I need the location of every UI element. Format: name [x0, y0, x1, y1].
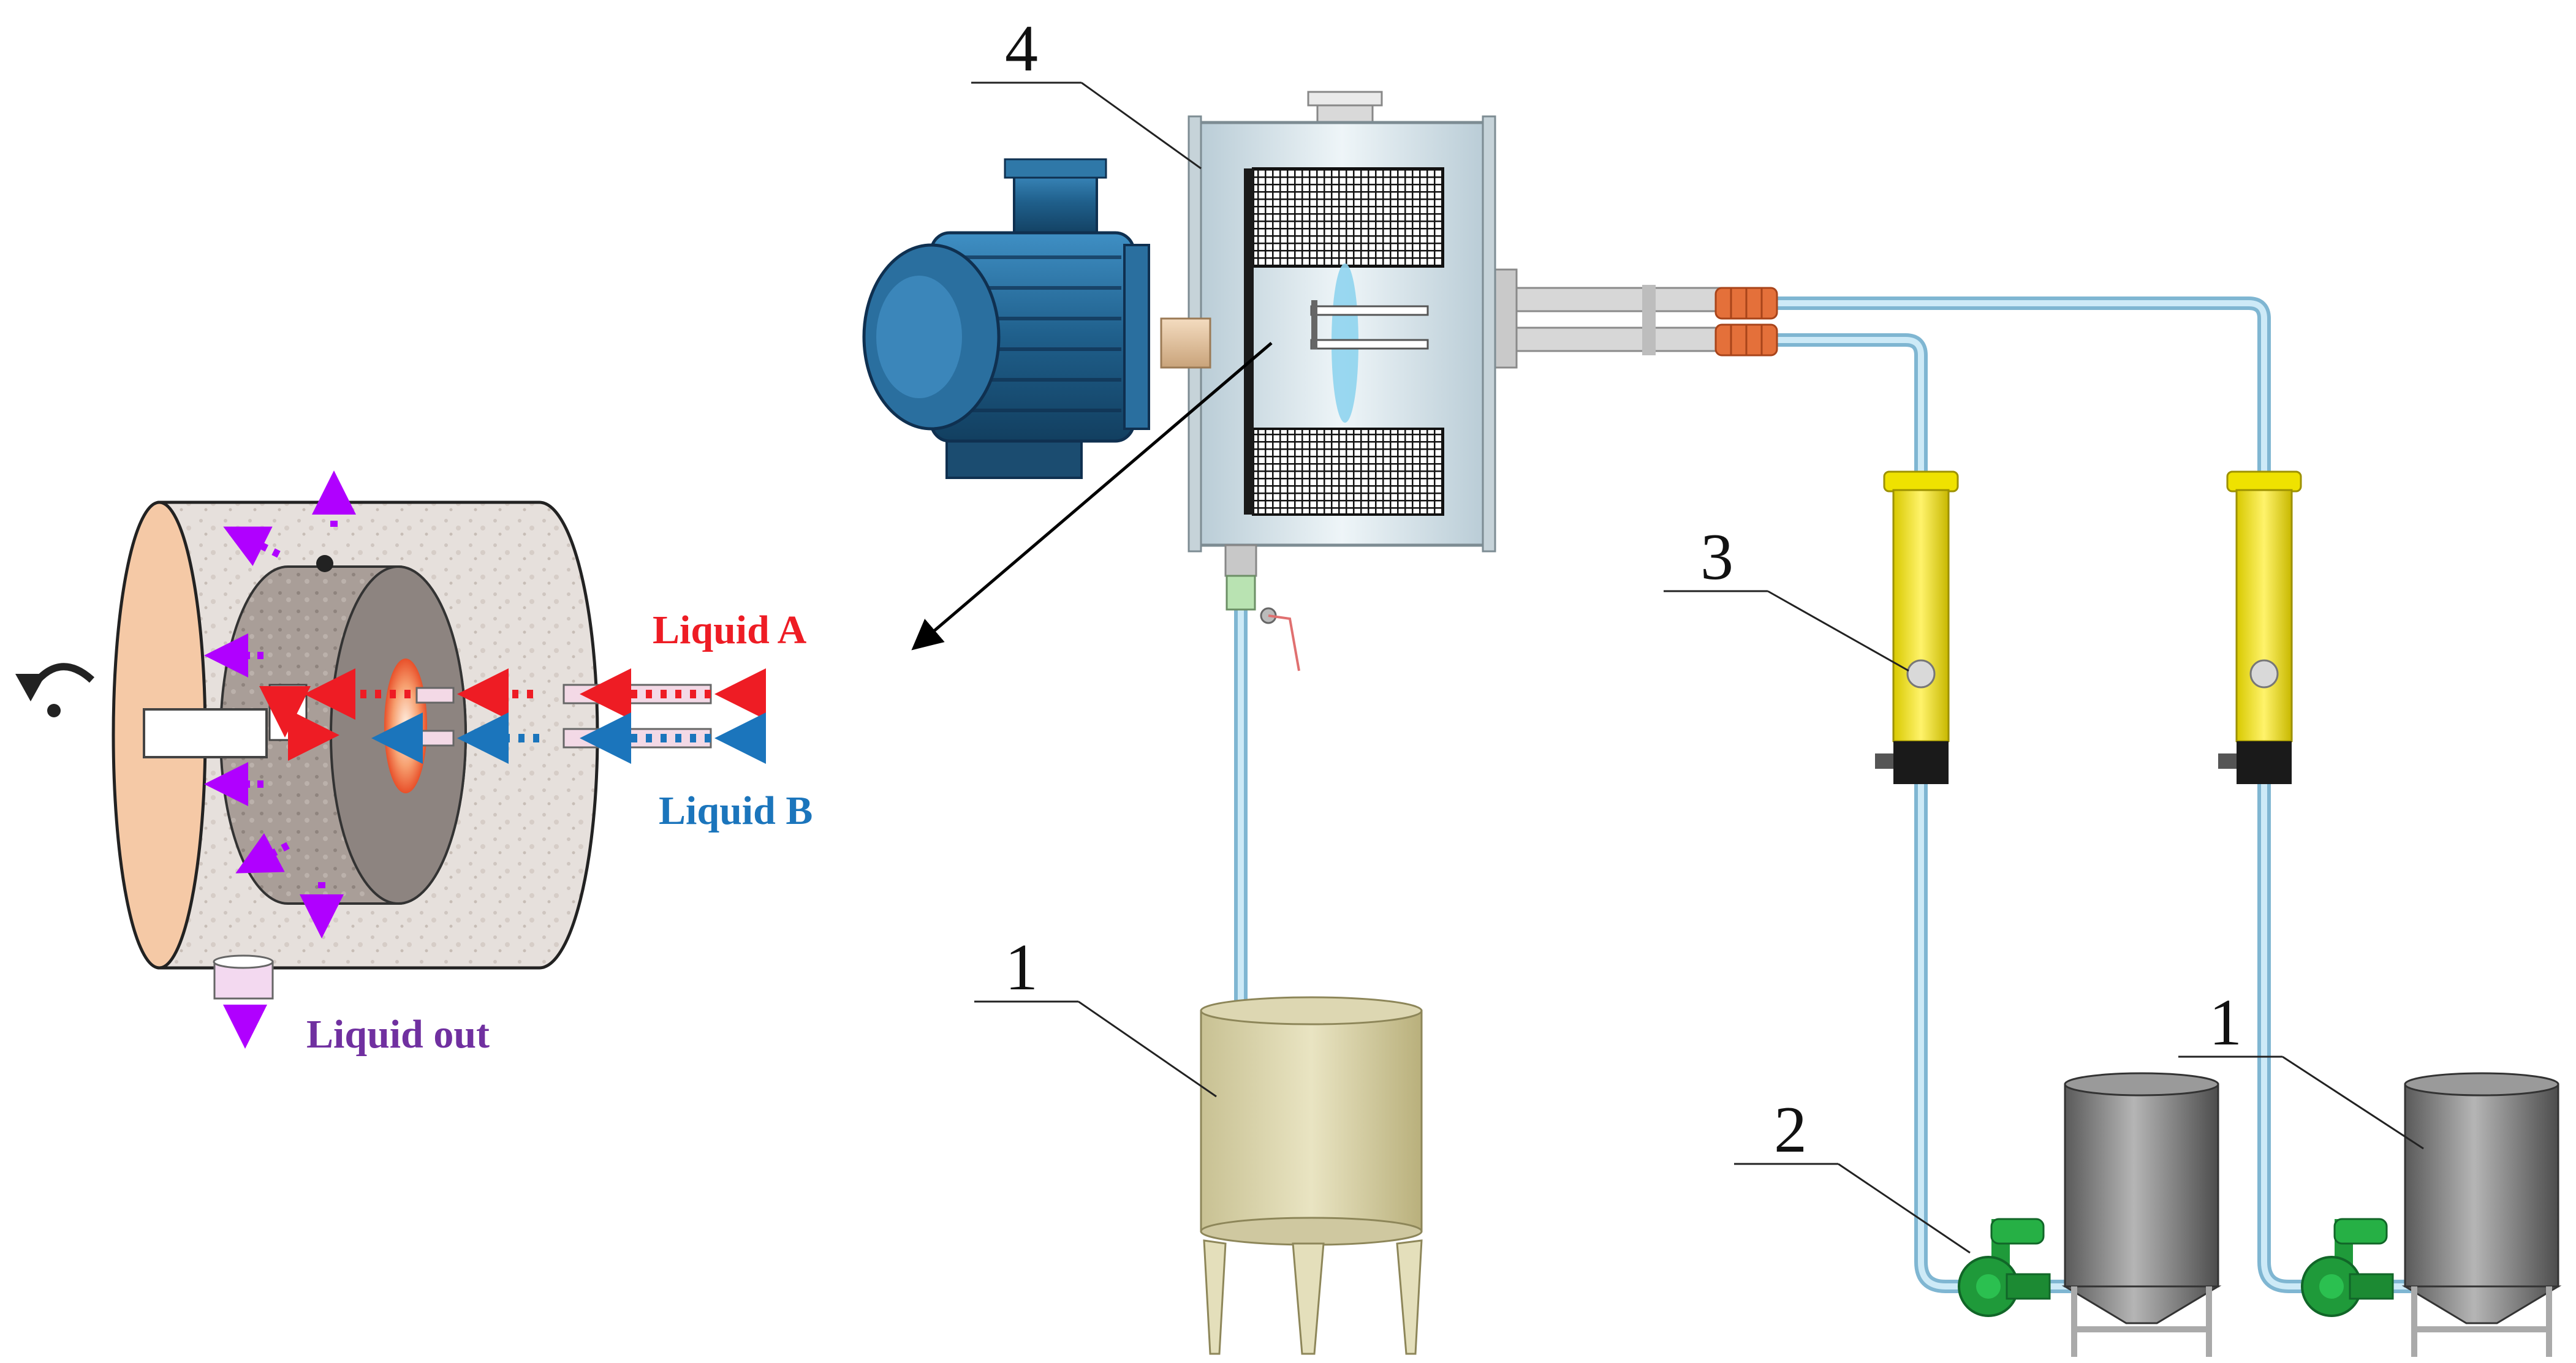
liquid-b-label: Liquid B: [659, 788, 813, 833]
flowmeter-left: [1875, 470, 1959, 784]
pipe-couplings: [1714, 287, 1778, 357]
curved-arrow-icon: [15, 663, 95, 717]
callout-label-pump: 2: [1774, 1093, 1807, 1166]
tank-product-right: [2401, 1072, 2562, 1357]
detail-pointer-arrow: [911, 342, 1273, 651]
reactor: [1188, 91, 1741, 671]
tank-collection: [1200, 996, 1423, 1355]
tank-feed: [2061, 1072, 2222, 1357]
drain-valve-icon[interactable]: [1260, 607, 1300, 671]
callout-1-right: [2178, 1055, 2424, 1150]
rotor-cutaway-view: [15, 470, 766, 1049]
pump-right: [2301, 1218, 2394, 1317]
callout-label-reactor: 4: [1005, 12, 1038, 85]
callout-label-flowmeter: 3: [1700, 521, 1733, 594]
callout-label-tank-product: 1: [2209, 986, 2242, 1059]
callout-1-left: [974, 1000, 1217, 1098]
liquid-a-label: Liquid A: [653, 608, 807, 652]
electric-motor-icon: [862, 158, 1211, 479]
callout-3: [1664, 590, 1909, 672]
pump-left: [1958, 1218, 2051, 1317]
callout-label-tank-feed: 1: [1005, 931, 1038, 1004]
callout-2: [1734, 1163, 1971, 1254]
callout-4: [971, 81, 1202, 170]
flowmeter-right: [2218, 470, 2302, 784]
liquid-out-label: Liquid out: [306, 1012, 490, 1057]
